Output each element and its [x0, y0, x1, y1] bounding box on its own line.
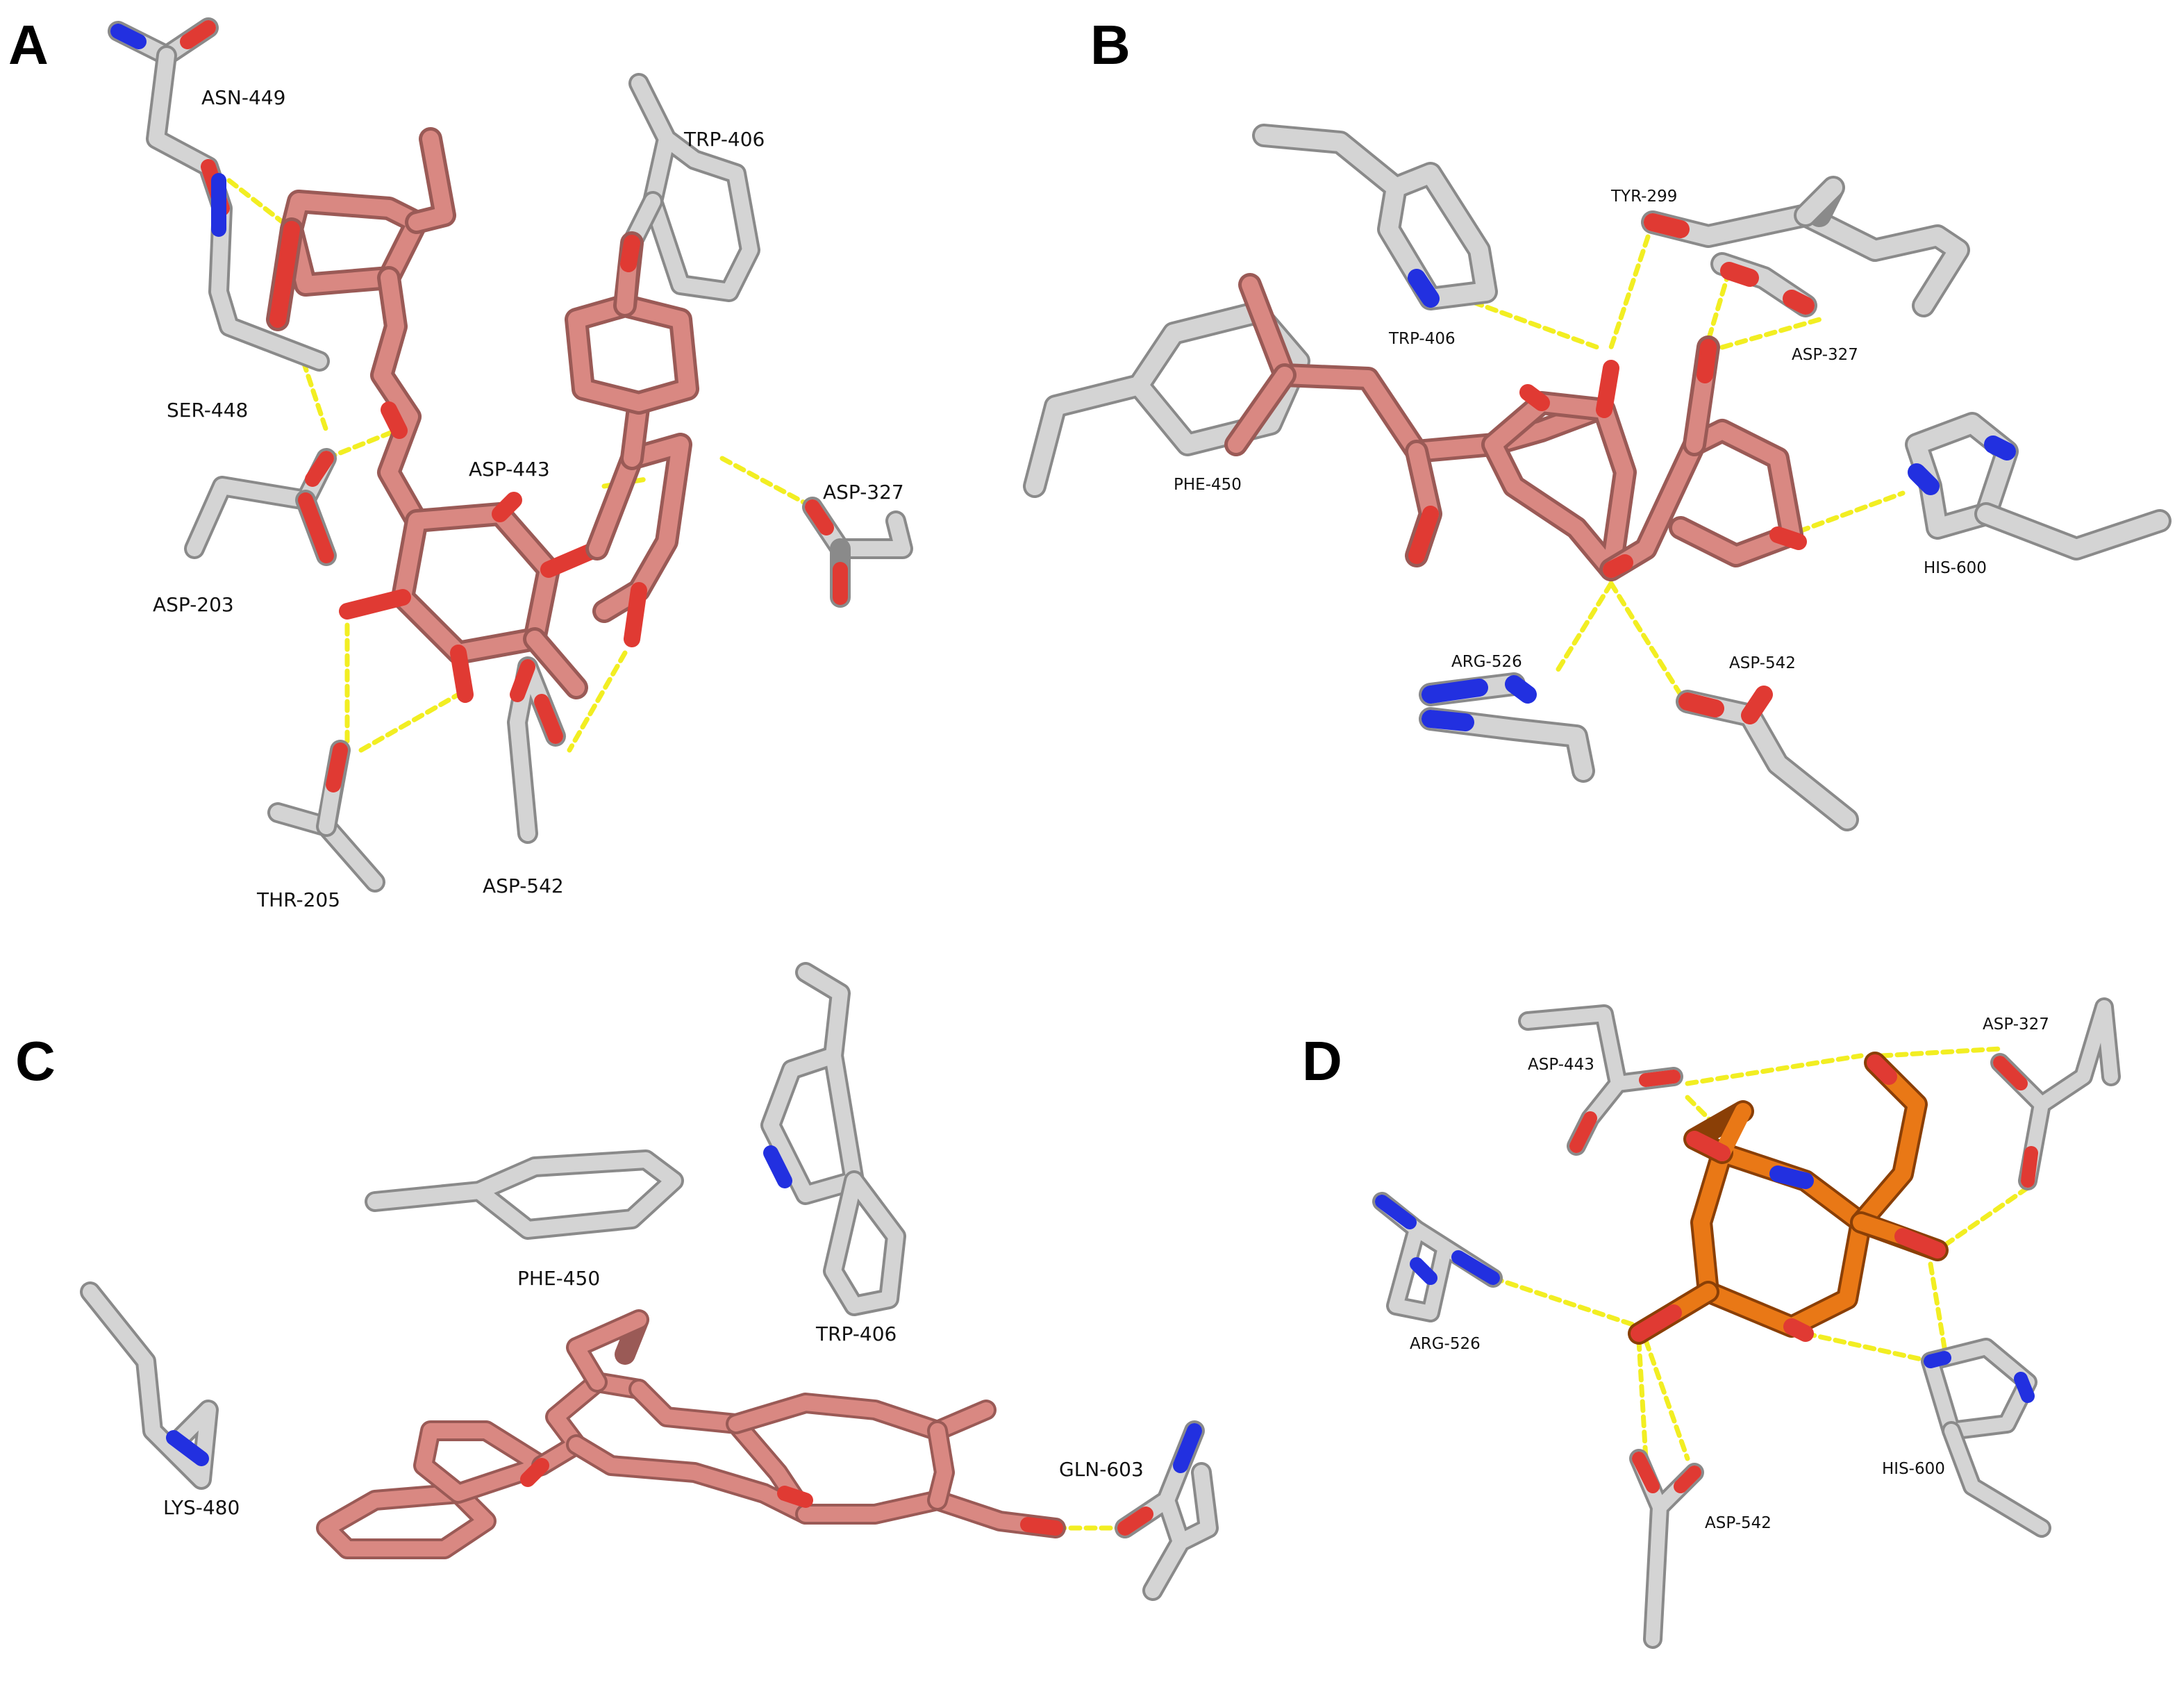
panel-b-labels: TYR-299 TRP-406 ASP-327 PHE-450 HIS-600 … — [1174, 188, 1987, 672]
label-asp-203: ASP-203 — [153, 593, 234, 616]
label-trp-406-a: TRP-406 — [683, 128, 765, 151]
label-asp-542-b: ASP-542 — [1729, 654, 1796, 672]
panel-a-protein-residues — [108, 17, 913, 893]
residue-stick-lys-480 — [80, 1281, 219, 1490]
residue-stick-arg-526 — [1419, 672, 1595, 783]
panel-label-b: B — [1090, 14, 1131, 76]
label-arg-526-b: ARG-526 — [1451, 653, 1522, 671]
label-trp-406-c: TRP-406 — [815, 1322, 897, 1345]
residue-stick-asp-327-d — [1990, 997, 2121, 1190]
label-tyr-299: TYR-299 — [1610, 188, 1677, 206]
label-gln-603: GLN-603 — [1059, 1458, 1144, 1481]
label-thr-205: THR-205 — [256, 888, 340, 911]
label-trp-406-b: TRP-406 — [1388, 330, 1456, 348]
panel-a-ligand — [266, 127, 699, 703]
panel-d: D — [1302, 997, 2121, 1649]
label-ser-448: SER-448 — [167, 399, 248, 422]
residue-stick-asp-203 — [184, 448, 337, 566]
label-asp-542-a: ASP-542 — [483, 874, 564, 897]
panel-b-ligand — [1224, 273, 1807, 581]
label-asp-327-a: ASP-327 — [823, 481, 904, 504]
residue-stick-thr-205 — [267, 740, 385, 893]
label-asp-443-a: ASP-443 — [469, 458, 550, 481]
label-his-600-b: HIS-600 — [1924, 559, 1987, 577]
label-asn-449: ASN-449 — [201, 86, 285, 109]
label-asp-327-d: ASP-327 — [1983, 1015, 2049, 1034]
residue-stick-trp-406-b — [1252, 124, 1498, 310]
label-asp-327-b: ASP-327 — [1792, 346, 1858, 364]
label-his-600-d: HIS-600 — [1882, 1460, 1945, 1478]
label-phe-450-c: PHE-450 — [517, 1267, 600, 1290]
label-lys-480: LYS-480 — [163, 1496, 240, 1519]
residue-stick-tyr-299 — [1641, 176, 1970, 317]
panel-a-labels: ASN-449 TRP-406 SER-448 ASP-443 ASP-327 … — [153, 86, 904, 911]
residue-stick-phe-450-c — [365, 1149, 684, 1240]
residue-stick-asp-443-d — [1518, 1004, 1683, 1156]
residue-stick-trp-406-a — [622, 73, 760, 302]
label-phe-450-b: PHE-450 — [1174, 476, 1242, 494]
panel-c: C — [15, 962, 1219, 1601]
residue-stick-asn-449 — [108, 17, 330, 372]
panel-c-protein-residues — [80, 962, 1219, 1601]
panel-label-c: C — [15, 1030, 56, 1092]
residue-stick-asp-542-d — [1629, 1449, 1704, 1649]
panel-c-ligand — [316, 1309, 1066, 1559]
panel-b-hbonds — [1442, 219, 1906, 697]
panel-label-a: A — [8, 14, 49, 76]
residue-stick-arg-526-d — [1372, 1192, 1503, 1322]
residue-stick-his-600-d — [1921, 1338, 2051, 1538]
panel-label-d: D — [1302, 1030, 1342, 1092]
panel-d-protein-residues — [1372, 997, 2121, 1649]
label-arg-526-d: ARG-526 — [1410, 1335, 1481, 1353]
panel-d-labels: ASP-443 ASP-327 ARG-526 HIS-600 ASP-542 — [1410, 1015, 2049, 1532]
residue-stick-trp-406-c — [760, 962, 906, 1316]
panel-c-labels: PHE-450 TRP-406 LYS-480 GLN-603 — [163, 1267, 1144, 1519]
residue-stick-asp-542-a — [507, 656, 566, 844]
panel-d-ligand — [1628, 1052, 1949, 1345]
panel-b: B — [1023, 14, 2172, 831]
label-asp-542-d: ASP-542 — [1705, 1514, 1772, 1532]
residue-stick-his-600 — [1905, 412, 2172, 561]
residue-stick-asp-327-a — [802, 497, 913, 608]
panel-a: A — [8, 14, 913, 911]
residue-stick-gln-603 — [1115, 1420, 1219, 1601]
label-asp-443-d: ASP-443 — [1528, 1056, 1594, 1074]
panel-d-hbonds — [1490, 1046, 2031, 1461]
residue-stick-asp-542-b — [1676, 686, 1859, 831]
